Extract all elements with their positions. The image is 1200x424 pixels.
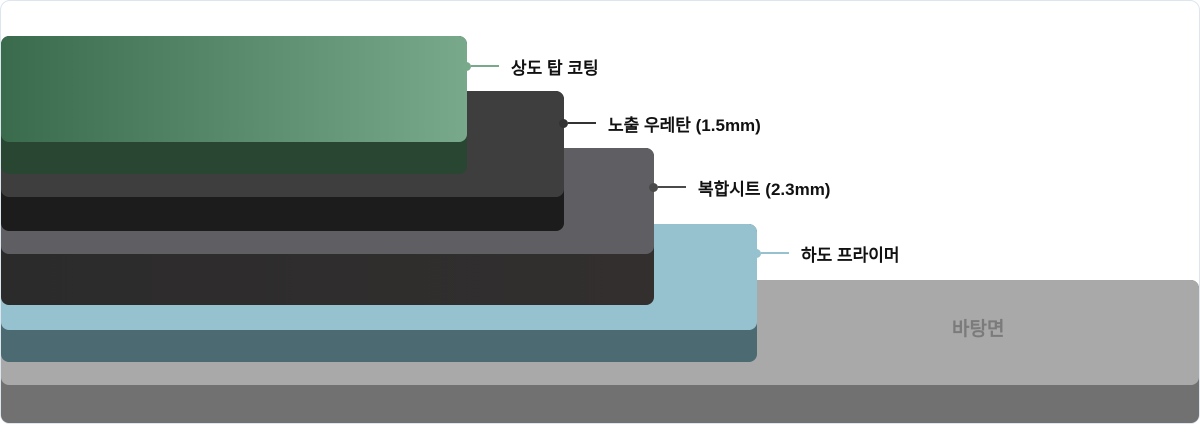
connector-dot xyxy=(559,118,568,128)
layer-top-coat xyxy=(1,36,467,174)
label-top-coat: 상도 탑 코팅 xyxy=(511,58,599,78)
callout-composite-sheet: 복합시트 (2.3mm) xyxy=(649,177,831,199)
connector-line xyxy=(471,65,499,67)
callout-primer: 하도 프라이머 xyxy=(752,243,900,265)
connector-dot xyxy=(752,248,761,258)
connector-dot xyxy=(649,182,658,192)
label-urethane: 노출 우레탄 (1.5mm) xyxy=(608,115,761,135)
label-substrate: 바탕면 xyxy=(952,319,1005,340)
connector-line xyxy=(658,186,686,188)
label-composite-sheet: 복합시트 (2.3mm) xyxy=(698,179,831,199)
label-primer: 하도 프라이머 xyxy=(801,245,900,265)
callout-top-coat: 상도 탑 코팅 xyxy=(462,56,599,78)
connector-line xyxy=(761,252,789,254)
connector-dot xyxy=(462,61,471,71)
callout-urethane: 노출 우레탄 (1.5mm) xyxy=(559,113,761,135)
connector-line xyxy=(568,122,596,124)
